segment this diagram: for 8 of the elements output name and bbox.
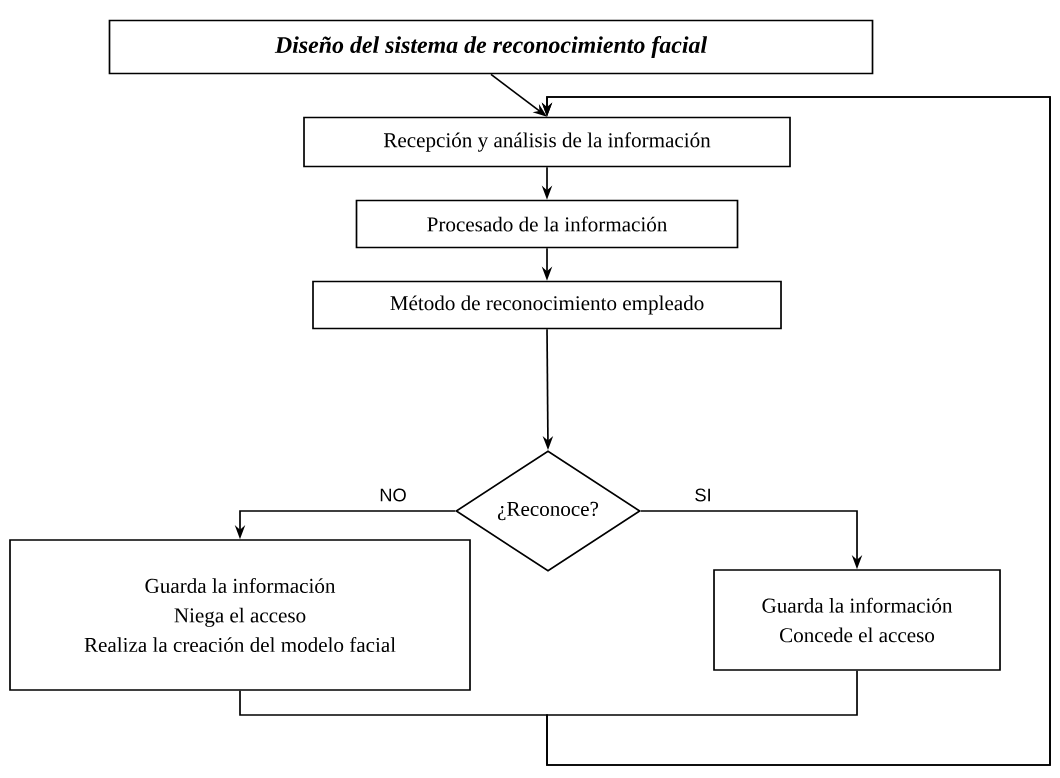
process-box: Procesado de la información xyxy=(355,199,739,249)
edge-label: NO xyxy=(377,487,409,503)
process-box: Guarda la información Niega el acceso Realiza la creación del modelo facial xyxy=(9,539,471,691)
edge-label: SI xyxy=(692,487,714,503)
process-box: Guarda la información Concede el acceso xyxy=(713,569,1001,671)
process-box: Método de reconocimiento empleado xyxy=(312,280,782,330)
process-box: Recepción y análisis de la información xyxy=(303,116,791,168)
title-box: Diseño del sistema de reconocimiento facial xyxy=(108,19,874,75)
